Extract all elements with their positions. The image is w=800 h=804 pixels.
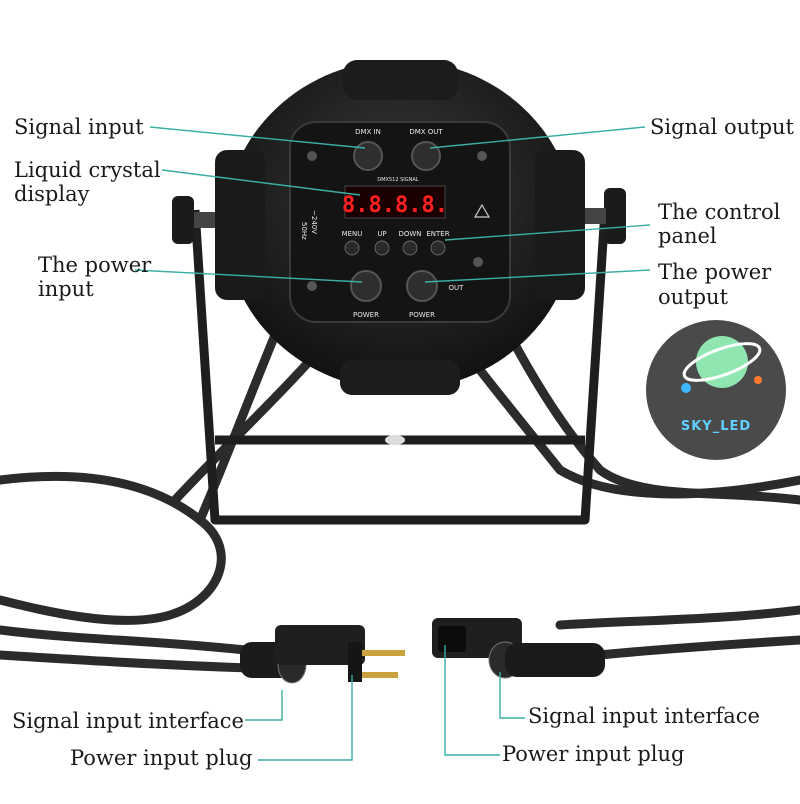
- xlr-socket-right: [488, 641, 605, 679]
- screw-top-left: [307, 151, 317, 161]
- dmx-out-label: DMX OUT: [409, 128, 443, 136]
- down-label: DOWN: [398, 230, 421, 238]
- logo-text: SKY_LED: [681, 419, 751, 434]
- bracket-hole: [385, 435, 405, 445]
- leader-lines: [134, 126, 651, 761]
- screw-top-right: [477, 151, 487, 161]
- right-knob: [582, 188, 626, 244]
- right-fin-block: [535, 150, 585, 300]
- power-in-connector: [350, 270, 382, 302]
- label-control-panel-line2: panel: [658, 224, 717, 248]
- label-signal-output: Signal output: [650, 115, 794, 139]
- power-plug-left: [275, 625, 405, 682]
- dmx-out-connector: [411, 141, 441, 171]
- label-power-output-line1: The power: [658, 260, 772, 284]
- up-button[interactable]: [374, 240, 390, 256]
- top-housing: [343, 60, 458, 100]
- label-right-power-plug: Power input plug: [502, 742, 685, 766]
- label-lcd-line1: Liquid crystal: [14, 158, 161, 182]
- out-label: OUT: [449, 284, 465, 292]
- control-buttons: MENU UP DOWN ENTER: [342, 230, 450, 256]
- lcd-digits: 8.8.8.8.: [342, 193, 448, 218]
- dmx-in-label: DMX IN: [355, 128, 381, 136]
- lcd-display: [344, 185, 446, 219]
- label-power-input-line1: The power: [38, 253, 152, 277]
- menu-button[interactable]: [344, 240, 360, 256]
- label-power-output-line2: output: [658, 285, 729, 309]
- rear-panel: [289, 121, 511, 323]
- sky-led-logo: SKY_LED: [646, 320, 786, 460]
- label-left-power-plug: Power input plug: [70, 746, 253, 770]
- label-signal-input: Signal input: [14, 115, 144, 139]
- label-control-panel-line1: The control: [658, 200, 781, 224]
- label-power-input-line2: input: [38, 277, 94, 301]
- voltage-label: ~240V: [310, 210, 318, 234]
- label-right-signal-interface: Signal input interface: [528, 704, 760, 728]
- left-knob: [172, 196, 218, 244]
- down-button[interactable]: [402, 240, 418, 256]
- up-label: UP: [377, 230, 386, 238]
- frequency-label: 50Hz: [300, 222, 308, 240]
- screw-bottom-left: [307, 281, 317, 291]
- dmx-in-connector: [353, 141, 383, 171]
- label-left-signal-interface: Signal input interface: [12, 709, 244, 733]
- power-left-label: POWER: [353, 311, 379, 319]
- bottom-housing: [340, 360, 460, 395]
- display-caption: DMX512 SIGNAL: [377, 177, 418, 183]
- enter-button[interactable]: [430, 240, 446, 256]
- label-lcd-line2: display: [14, 182, 90, 206]
- menu-label: MENU: [342, 230, 363, 238]
- warning-icon: [473, 203, 491, 218]
- power-right-label: POWER: [409, 311, 435, 319]
- screw-bottom-right: [473, 257, 483, 267]
- left-fin-block: [215, 150, 265, 300]
- enter-label: ENTER: [426, 230, 449, 238]
- power-out-connector: [406, 270, 438, 302]
